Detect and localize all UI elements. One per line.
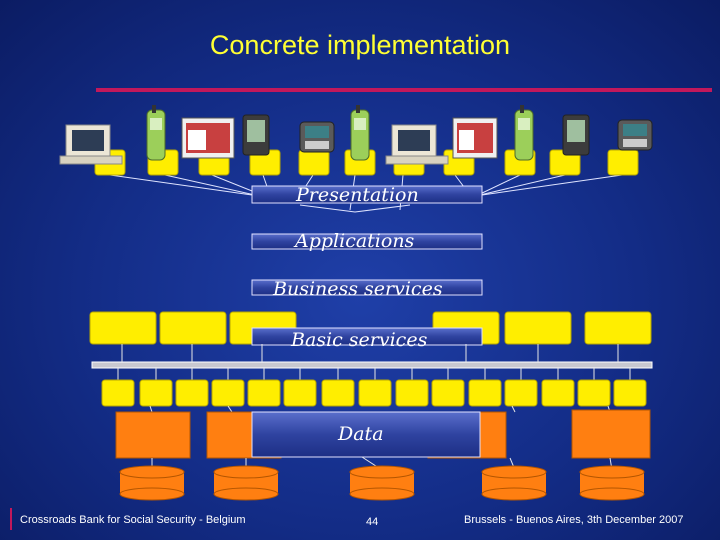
service-box [584, 311, 652, 345]
handheld-organizer-icon [299, 121, 335, 153]
service-box [159, 311, 227, 345]
adapter-box [431, 379, 465, 407]
adapter-box [211, 379, 245, 407]
footer-event: Brussels - Buenos Aires, 3th December 20… [464, 514, 684, 526]
basic-services-layer-label: Basic services [291, 329, 428, 351]
web-browser-screen-icon [452, 117, 498, 159]
adapter-box [321, 379, 355, 407]
desktop-computer-icon [385, 124, 449, 165]
service-bus [91, 344, 653, 380]
business-services-layer-bar [251, 279, 483, 296]
connector-box [607, 149, 639, 176]
adapter-box [358, 379, 392, 407]
adapter-box [577, 379, 611, 407]
applications-layer-label: Applications [295, 230, 415, 252]
page-number: 44 [366, 516, 379, 528]
database-cylinder-icon [349, 465, 415, 501]
adapter-box [139, 379, 173, 407]
adapter-box [175, 379, 209, 407]
adapter-box [504, 379, 538, 407]
presentation-layer-bar [251, 185, 483, 204]
slide-title: Concrete implementation [209, 30, 511, 60]
footer-accent-bar [10, 508, 12, 530]
adapter-box [613, 379, 647, 407]
desktop-computer-icon [59, 124, 123, 165]
database-cylinder-icon [213, 465, 279, 501]
pda-icon [562, 114, 590, 156]
business-services-layer-label: Business services [273, 278, 443, 300]
database-cylinder-icon [119, 465, 185, 501]
adapter-box [395, 379, 429, 407]
adapter-box [247, 379, 281, 407]
pda-icon [242, 114, 270, 156]
database-cylinder-icon [579, 465, 645, 501]
adapter-box [468, 379, 502, 407]
adapter-links [149, 405, 611, 413]
adapter-box [283, 379, 317, 407]
title-underline [96, 88, 712, 92]
service-box [504, 311, 572, 345]
footer-organization: Crossroads Bank for Social Security - Be… [20, 514, 246, 526]
basic-services-layer-bar [251, 327, 483, 346]
adapter-box [541, 379, 575, 407]
mobile-phone-icon [146, 105, 166, 161]
mobile-phone-icon [514, 105, 534, 161]
system-box [115, 411, 191, 459]
presentation-layer-label: Presentation [296, 184, 419, 206]
data-layer-bar [251, 411, 481, 458]
database-cylinder-icon [481, 465, 547, 501]
applications-layer-bar [251, 233, 483, 250]
adapter-box [101, 379, 135, 407]
web-browser-screen-icon [181, 117, 235, 159]
adapter-boxes [101, 379, 647, 407]
handheld-organizer-icon [617, 119, 653, 151]
connector-box [298, 149, 330, 176]
mobile-phone-icon [350, 105, 370, 161]
system-box [571, 409, 651, 459]
databases [119, 465, 645, 501]
data-layer-label: Data [338, 423, 384, 445]
service-box [89, 311, 157, 345]
